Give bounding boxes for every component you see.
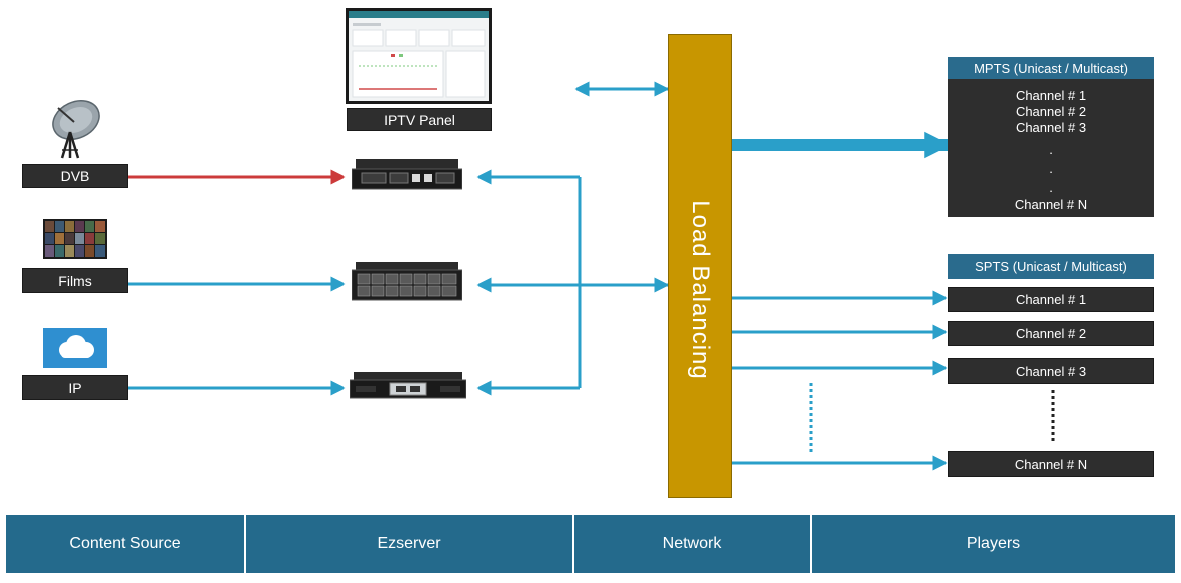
mpts-header: MPTS (Unicast / Multicast): [948, 57, 1154, 79]
spts-channel-3-box: Channel # 3: [948, 358, 1154, 384]
films-label: Films: [58, 272, 92, 289]
mpts-channel-3: Channel # 3: [1015, 120, 1087, 135]
dashboard-screenshot-icon: [349, 11, 489, 98]
dvb-label: DVB: [60, 168, 90, 184]
ip-label: IP: [68, 379, 82, 396]
load-balancer-bar: [668, 34, 732, 498]
film-posters-icon: [43, 219, 107, 259]
footer-ezserver: Ezserver: [246, 515, 574, 573]
mpts-ellipsis-dot-3: .: [1049, 180, 1053, 195]
dvb-source-box: DVB: [22, 164, 128, 188]
films-source-box: Films: [22, 268, 128, 293]
spts-header-label: SPTS (Unicast / Multicast): [975, 259, 1127, 274]
satellite-dish-icon: [52, 100, 100, 159]
spts-channel-1: Channel # 1: [1015, 292, 1087, 307]
spts-header: SPTS (Unicast / Multicast): [948, 254, 1154, 279]
server-2u-icon: [352, 262, 462, 301]
column-footer: Content Source Ezserver Network Players: [6, 515, 1175, 573]
spts-channel-n: Channel # N: [1014, 456, 1088, 472]
spts-channel-3: Channel # 3: [1015, 363, 1087, 379]
server-1u-icon: [352, 159, 462, 190]
ip-source-box: IP: [22, 375, 128, 400]
mpts-ellipsis-dot-2: .: [1049, 161, 1053, 176]
footer-network: Network: [574, 515, 812, 573]
iptv-panel-label: IPTV Panel: [384, 111, 455, 128]
footer-network-label: Network: [662, 535, 722, 552]
iptv-panel-label-box: IPTV Panel: [347, 108, 492, 131]
mpts-channel-2: Channel # 2: [1015, 104, 1087, 119]
server-1u-flat-icon: [350, 372, 466, 399]
mpts-ellipsis-dot-1: .: [1049, 142, 1053, 157]
spts-channel-n-box: Channel # N: [948, 451, 1154, 477]
load-balancing-label: Load Balancing: [687, 200, 714, 380]
footer-content-source: Content Source: [6, 515, 246, 573]
mpts-channel-n: Channel # N: [1014, 197, 1088, 212]
mpts-channel-1: Channel # 1: [1015, 88, 1087, 103]
footer-players: Players: [812, 515, 1175, 573]
iptv-panel-monitor-icon: [346, 8, 492, 104]
footer-ezserver-label: Ezserver: [377, 535, 441, 552]
footer-content-source-label: Content Source: [69, 535, 181, 552]
footer-players-label: Players: [966, 535, 1021, 552]
spts-channel-1-box: Channel # 1: [948, 287, 1154, 312]
spts-channel-2-box: Channel # 2: [948, 321, 1154, 346]
cloud-icon: [43, 328, 107, 368]
spts-channel-2: Channel # 2: [1015, 326, 1087, 341]
mpts-header-label: MPTS (Unicast / Multicast): [974, 60, 1128, 76]
mpts-channel-box: Channel # 1 Channel # 2 Channel # 3 . . …: [948, 79, 1154, 217]
